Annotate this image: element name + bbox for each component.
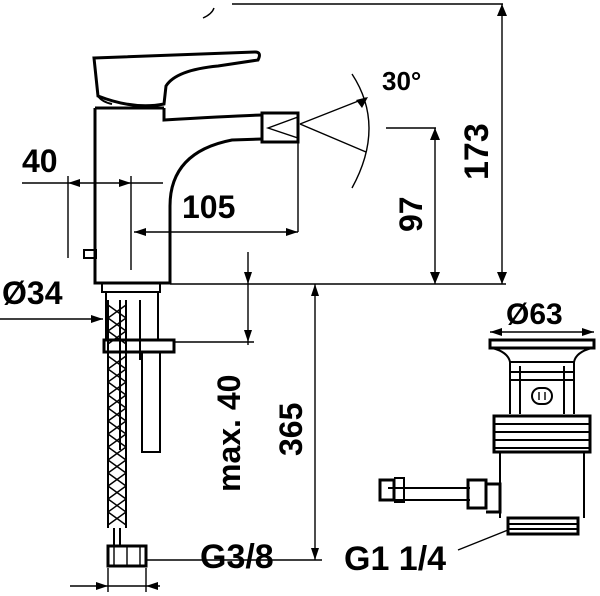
waste-valve	[378, 338, 596, 536]
dim-max40-label: max. 40	[211, 375, 247, 492]
dim-365-label: 365	[273, 403, 309, 456]
underside-assembly	[102, 292, 176, 568]
dim-63-label: Ø63	[506, 298, 563, 331]
dim-173-label: 173	[458, 123, 496, 180]
faucet-body	[83, 50, 300, 293]
dim-40-label: 40	[22, 143, 58, 179]
dim-30deg-label: 30°	[382, 66, 421, 96]
dim-97-label: 97	[393, 196, 429, 232]
dim-34-label: Ø34	[2, 275, 63, 311]
dimension-lines	[0, 3, 594, 592]
dim-g114-label: G1 1/4	[344, 540, 446, 578]
dim-g38-label: G3/8	[200, 538, 274, 576]
dim-105-label: 105	[182, 189, 235, 225]
